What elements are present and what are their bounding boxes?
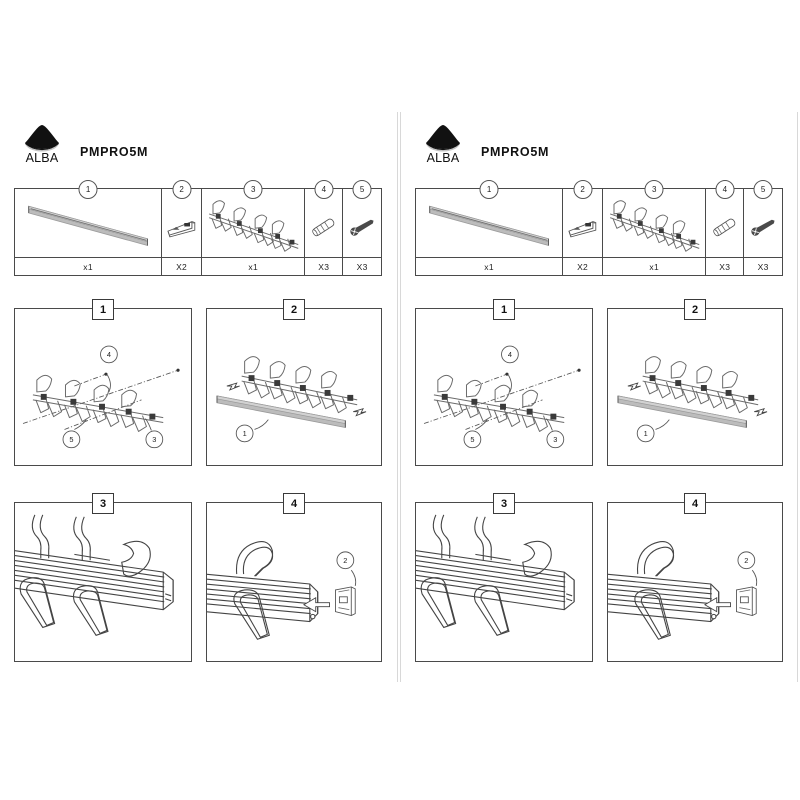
- part-qty: X3: [343, 257, 381, 275]
- part-qty: X3: [305, 257, 343, 275]
- alba-mountain-logo-icon: ALBA: [18, 122, 66, 164]
- part-column-5: 5 X3: [343, 180, 381, 275]
- part-number-badge: 3: [644, 180, 664, 199]
- instruction-sheet-2: ALBA PMPRO5M 1 x1 2: [400, 112, 798, 682]
- step-panel-4: 4: [206, 493, 382, 662]
- part-qty: x1: [15, 257, 162, 275]
- part-column-1: 1 x1: [416, 180, 564, 275]
- step-number-badge: 1: [92, 299, 114, 320]
- callout-label: 2: [744, 556, 748, 565]
- callout-label: 4: [508, 350, 512, 359]
- callout-label: 4: [107, 350, 111, 359]
- part-icon-wall-plug: [305, 189, 342, 257]
- step-number-badge: 4: [283, 493, 305, 514]
- step-number-badge: 4: [684, 493, 706, 514]
- part-icon-wall-plug: [706, 189, 743, 257]
- part-number-badge: 4: [715, 180, 735, 199]
- step-panel-1: 1 4: [415, 299, 593, 466]
- part-number-badge: 3: [243, 180, 263, 199]
- alba-mountain-logo-icon: ALBA: [419, 122, 467, 164]
- svg-text:ALBA: ALBA: [427, 151, 460, 164]
- step-panel-2: 2: [607, 299, 783, 466]
- part-column-3: 3: [201, 180, 306, 275]
- svg-text:ALBA: ALBA: [26, 151, 59, 164]
- step-panel-3: 3: [14, 493, 192, 662]
- part-qty: X3: [744, 257, 782, 275]
- step-panel-1: 1 4: [14, 299, 192, 466]
- part-icon-aluminium-rail: [416, 189, 562, 257]
- part-column-4: 4 X3: [706, 180, 745, 275]
- step-3-illustration: [416, 514, 575, 636]
- part-icon-end-cap: [162, 189, 201, 257]
- part-number-badge: 4: [314, 180, 334, 199]
- callout-label: 3: [152, 435, 156, 444]
- part-qty: X2: [162, 257, 201, 275]
- part-number-badge: 1: [78, 180, 98, 199]
- part-icon-screw: [343, 189, 381, 257]
- part-icon-end-cap: [563, 189, 602, 257]
- step-1-illustration: 4 5 3: [423, 345, 581, 449]
- callout-label: 1: [644, 429, 648, 438]
- model-number: PMPRO5M: [80, 145, 149, 159]
- callout-label: 1: [243, 429, 247, 438]
- step-2-illustration: 1: [216, 356, 367, 443]
- step-3-illustration: [15, 514, 174, 636]
- part-number-badge: 2: [573, 180, 593, 199]
- step-2-illustration: 1: [617, 356, 768, 443]
- part-column-4: 4 X3: [305, 180, 344, 275]
- step-panel-2: 2: [206, 299, 382, 466]
- part-number-badge: 5: [352, 180, 372, 199]
- instruction-sheet-1: ALBA PMPRO5M 1 x1 2: [0, 112, 398, 682]
- callout-label: 5: [69, 435, 73, 444]
- step-panel-4: 4: [607, 493, 783, 662]
- part-column-5: 5 X3: [744, 180, 782, 275]
- part-column-3: 3: [602, 180, 707, 275]
- part-qty: X3: [706, 257, 744, 275]
- part-column-2: 2 X2: [563, 180, 603, 275]
- part-qty: x1: [416, 257, 563, 275]
- model-number: PMPRO5M: [481, 145, 550, 159]
- callout-label: 5: [470, 435, 474, 444]
- part-icon-aluminium-rail: [15, 189, 161, 257]
- step-1-illustration: 4 5 3: [22, 345, 180, 449]
- parts-table: 1 x1 2: [415, 180, 783, 276]
- step-panel-3: 3: [415, 493, 593, 662]
- parts-table: 1 x1 2: [14, 180, 382, 276]
- part-column-1: 1 x1: [15, 180, 163, 275]
- part-number-badge: 5: [753, 180, 773, 199]
- callout-label: 2: [343, 556, 347, 565]
- part-number-badge: 2: [172, 180, 192, 199]
- step-4-illustration: 2: [608, 541, 758, 640]
- brand-header: ALBA PMPRO5M: [18, 122, 148, 164]
- step-number-badge: 2: [684, 299, 706, 320]
- part-number-badge: 1: [479, 180, 499, 199]
- step-number-badge: 2: [283, 299, 305, 320]
- part-qty: x1: [201, 257, 305, 275]
- step-4-illustration: 2: [207, 541, 357, 640]
- brand-header: ALBA PMPRO5M: [419, 122, 549, 164]
- part-icon-hook-bar-assembly: [202, 189, 304, 257]
- step-number-badge: 1: [493, 299, 515, 320]
- part-qty: x1: [602, 257, 706, 275]
- part-icon-hook-bar-assembly: [603, 189, 705, 257]
- part-icon-screw: [744, 189, 782, 257]
- step-number-badge: 3: [92, 493, 114, 514]
- part-column-2: 2 X2: [162, 180, 202, 275]
- callout-label: 3: [553, 435, 557, 444]
- part-qty: X2: [563, 257, 602, 275]
- step-number-badge: 3: [493, 493, 515, 514]
